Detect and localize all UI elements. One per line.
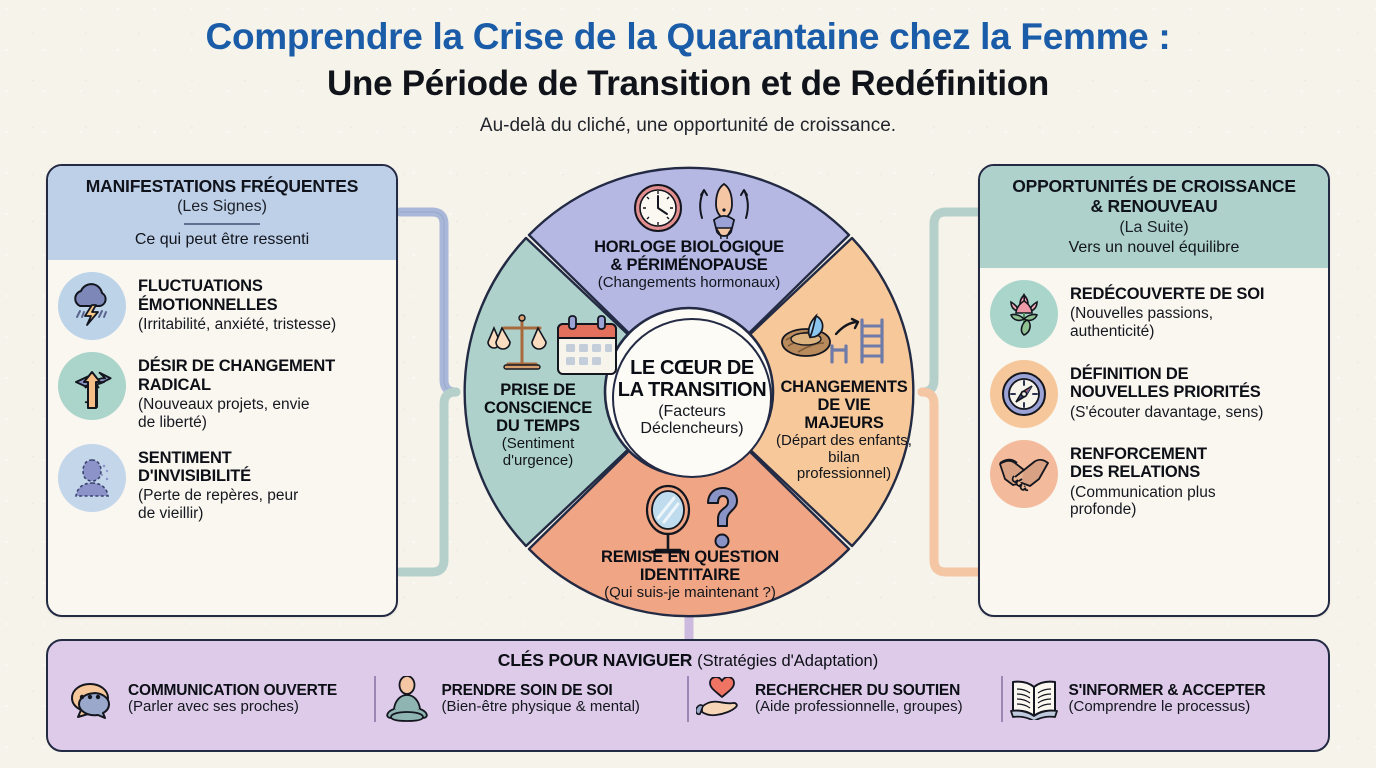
- list-item-detail: (Parler avec ses proches): [128, 698, 299, 716]
- list-item[interactable]: S'INFORMER & ACCEPTER (Comprendre le pro…: [1000, 676, 1315, 722]
- speech-bubbles-icon: [68, 676, 118, 722]
- wheel-segment-top[interactable]: [527, 166, 851, 394]
- left-panel-title: MANIFESTATIONS FRÉQUENTES: [85, 176, 359, 196]
- list-item[interactable]: RECHERCHER DU SOUTIEN (Aide professionne…: [687, 676, 1001, 722]
- left-panel: MANIFESTATIONS FRÉQUENTES (Les Signes) C…: [46, 164, 398, 617]
- wheel-label-top-detail: (Changements hormonaux): [597, 274, 781, 292]
- list-item-heading: S'INFORMER & ACCEPTER: [1068, 681, 1266, 699]
- fading-silhouette-icon: [58, 443, 126, 512]
- right-panel-header: OPPORTUNITÉS DE CROISSANCE& RENOUVEAU (L…: [980, 166, 1328, 268]
- left-panel-subtitle: (Les Signes): [177, 198, 267, 216]
- handshake-icon: [990, 439, 1058, 508]
- storm-cloud-icon: [58, 272, 126, 341]
- list-item-detail: (Irritabilité, anxiété, tristesse): [138, 316, 337, 334]
- empty-nest-and-ladder-icon: [781, 313, 884, 364]
- wheel-segment-right[interactable]: [687, 236, 915, 548]
- clock-and-body-icon: [634, 182, 749, 240]
- heart-in-hand-icon: [695, 676, 745, 722]
- mirror-and-question-mark-icon: [645, 484, 738, 554]
- list-item-detail: (Comprendre le processus): [1068, 698, 1251, 716]
- page-title-line1: Comprendre la Crise de la Quarantaine ch…: [205, 16, 1171, 57]
- list-item-text: REDÉCOUVERTE DE SOI (Nouvelles passions,…: [1070, 280, 1264, 341]
- right-panel-body: REDÉCOUVERTE DE SOI (Nouvelles passions,…: [980, 268, 1328, 525]
- list-item-detail: (Nouvelles passions,authenticité): [1070, 305, 1214, 340]
- right-panel: OPPORTUNITÉS DE CROISSANCE& RENOUVEAU (L…: [978, 164, 1330, 617]
- list-item-detail: (Bien-être physique & mental): [441, 698, 640, 716]
- header: Comprendre la Crise de la Quarantaine ch…: [0, 16, 1376, 137]
- list-item-text: S'INFORMER & ACCEPTER (Comprendre le pro…: [1069, 682, 1266, 716]
- right-panel-note: Vers un nouvel équilibre: [1068, 238, 1240, 256]
- list-item-heading: REDÉCOUVERTE DE SOI: [1070, 284, 1265, 303]
- list-item-text: COMMUNICATION OUVERTE (Parler avec ses p…: [128, 682, 337, 716]
- divider: [184, 223, 260, 226]
- right-panel-title: OPPORTUNITÉS DE CROISSANCE& RENOUVEAU: [1012, 176, 1296, 217]
- bottom-panel-title-suffix: (Stratégies d'Adaptation): [697, 652, 879, 670]
- scales-and-calendar-icon: [487, 314, 617, 375]
- list-item[interactable]: REDÉCOUVERTE DE SOI (Nouvelles passions,…: [990, 279, 1316, 348]
- wheel-label-top: HORLOGE BIOLOGIQUE& PÉRIMÉNOPAUSE (Chang…: [531, 238, 847, 291]
- list-item-heading: PRENDRE SOIN DE SOI: [441, 681, 613, 699]
- list-item-text: RECHERCHER DU SOUTIEN (Aide professionne…: [755, 682, 963, 716]
- strategies-list: COMMUNICATION OUVERTE (Parler avec ses p…: [48, 671, 1328, 722]
- wheel-label-top-heading: HORLOGE BIOLOGIQUE& PÉRIMÉNOPAUSE: [594, 238, 784, 275]
- lotus-flower-icon: [990, 279, 1058, 348]
- bottom-panel-title-main: CLÉS POUR NAVIGUER: [497, 650, 693, 670]
- transition-wheel: HORLOGE BIOLOGIQUE& PÉRIMÉNOPAUSE (Chang…: [456, 166, 922, 618]
- list-item-text: PRENDRE SOIN DE SOI (Bien-être physique …: [442, 682, 640, 716]
- page-subtitle: Au-delà du cliché, une opportunité de cr…: [479, 115, 897, 137]
- list-item-heading: RECHERCHER DU SOUTIEN: [755, 681, 961, 699]
- left-panel-header: MANIFESTATIONS FRÉQUENTES (Les Signes) C…: [48, 166, 396, 261]
- list-item-detail: (S'écouter davantage, sens): [1070, 403, 1264, 421]
- open-book-icon: [1009, 676, 1059, 722]
- list-item[interactable]: PRENDRE SOIN DE SOI (Bien-être physique …: [373, 676, 688, 722]
- bottom-panel: CLÉS POUR NAVIGUER (Stratégies d'Adaptat…: [46, 639, 1330, 752]
- left-panel-note: Ce qui peut être ressenti: [134, 231, 310, 249]
- bottom-panel-title: CLÉS POUR NAVIGUER (Stratégies d'Adaptat…: [48, 641, 1328, 671]
- compass-icon: [990, 359, 1058, 428]
- page-title-line2: Une Période de Transition et de Redéfini…: [327, 64, 1049, 104]
- three-way-arrows-icon: [58, 352, 126, 421]
- right-panel-subtitle: (La Suite): [1119, 218, 1189, 236]
- list-item-heading: COMMUNICATION OUVERTE: [128, 681, 338, 699]
- list-item[interactable]: COMMUNICATION OUVERTE (Parler avec ses p…: [62, 676, 374, 722]
- list-item-detail: (Aide professionnelle, groupes): [755, 698, 963, 716]
- wheel-label-bottom-detail: (Qui suis-je maintenant ?): [604, 584, 776, 602]
- meditating-person-icon: [382, 676, 432, 722]
